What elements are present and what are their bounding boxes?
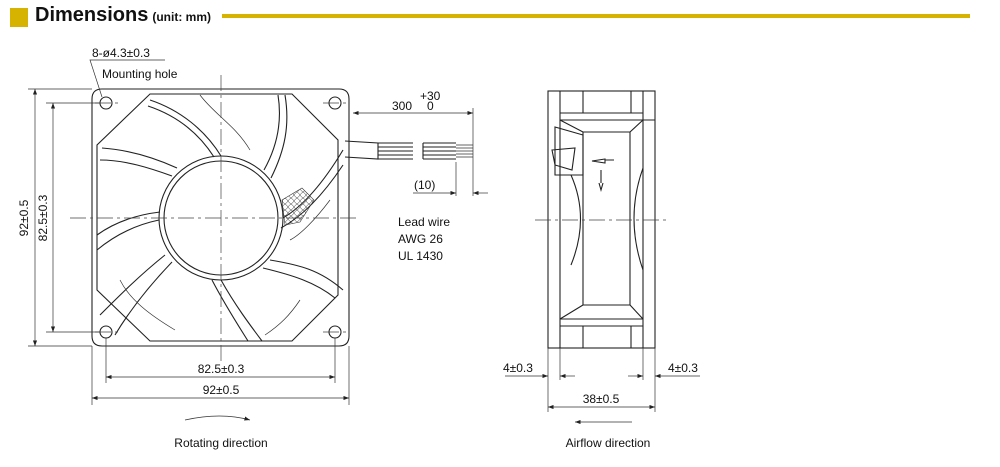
- lead-tol-plus: +30: [420, 89, 441, 103]
- fan-blades: [96, 94, 344, 342]
- vertical-dimensions: [28, 88, 100, 347]
- strip-length: (10): [414, 178, 435, 192]
- mounting-hole-leader: [89, 59, 165, 98]
- page-title: Dimensions(unit: mm): [35, 4, 212, 26]
- mounting-hole-label: Mounting hole: [102, 67, 178, 81]
- rotating-direction-caption: Rotating direction: [174, 436, 267, 450]
- airflow-direction-caption: Airflow direction: [566, 436, 651, 450]
- lead-wire: [344, 108, 488, 196]
- mounting-hole-spec: 8-ø4.3±0.3: [92, 46, 150, 60]
- header-marker: [10, 8, 28, 27]
- fan-side-view: [505, 90, 700, 412]
- unit-label: (unit: mm): [152, 10, 212, 24]
- flange-right-dim: 4±0.3: [668, 361, 698, 375]
- lead-length: 300: [392, 99, 412, 113]
- header-rule: [222, 14, 970, 18]
- width-outer-dim: 92±0.5: [203, 383, 240, 397]
- height-outer-dim: 92±0.5: [17, 199, 31, 236]
- fan-front-view: [70, 75, 360, 365]
- lead-spec-line-2: AWG 26: [398, 232, 443, 246]
- lead-tol-minus: 0: [427, 99, 434, 113]
- rotation-arrow: [184, 415, 251, 421]
- flange-left-dim: 4±0.3: [503, 361, 533, 375]
- width-pitch-dim: 82.5±0.3: [198, 362, 245, 376]
- lead-spec-line-3: UL 1430: [398, 249, 443, 263]
- height-pitch-dim: 82.5±0.3: [36, 194, 50, 241]
- horizontal-dimensions: [91, 338, 350, 405]
- depth-dim: 38±0.5: [583, 392, 620, 406]
- lead-spec-line-1: Lead wire: [398, 215, 450, 229]
